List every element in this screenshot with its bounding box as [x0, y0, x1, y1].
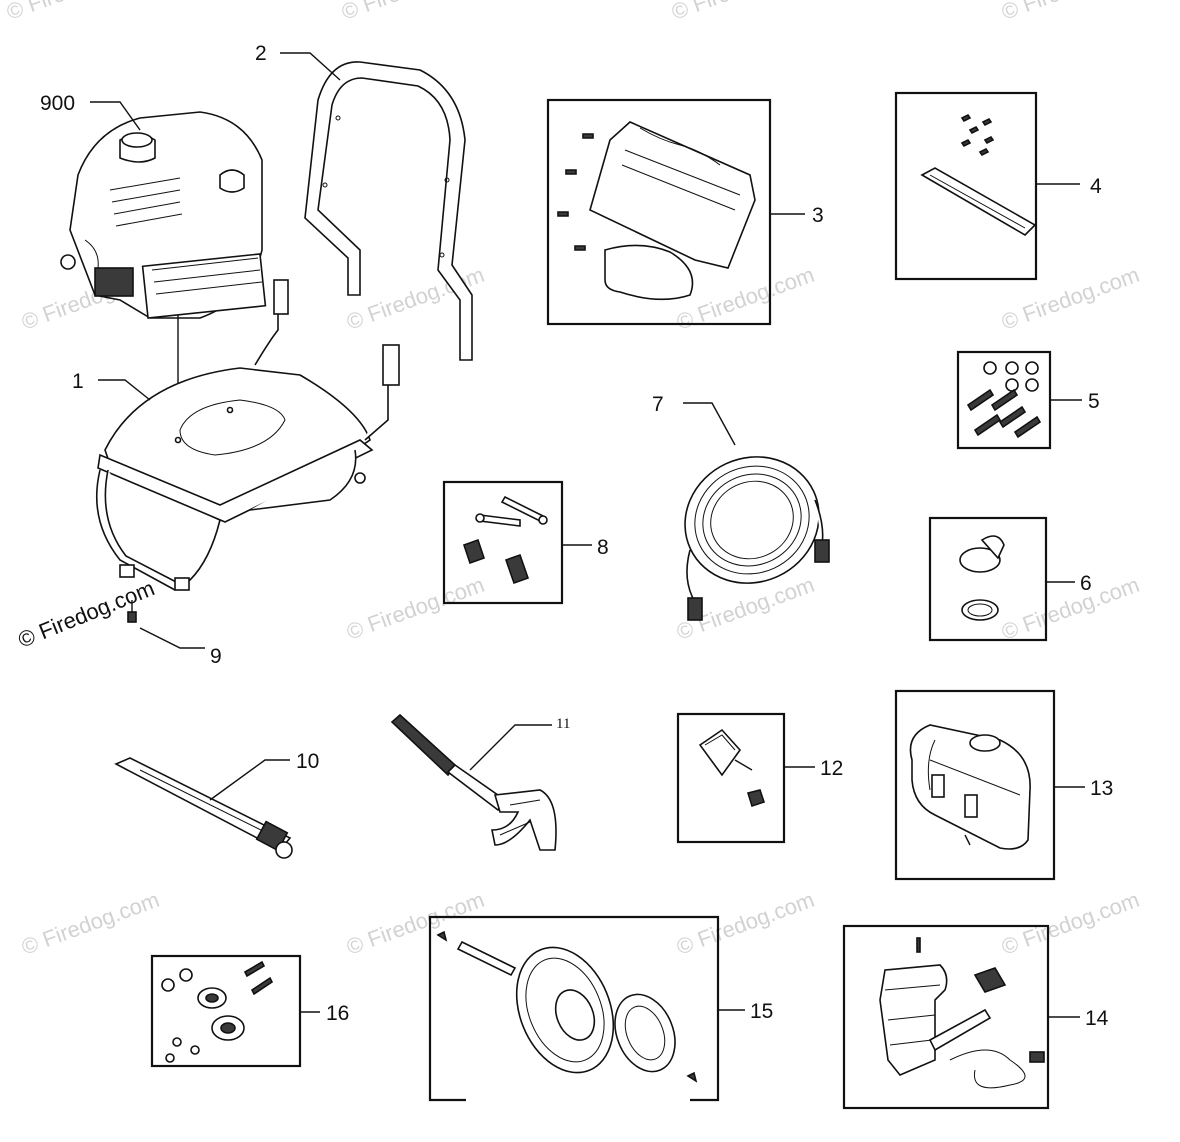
- callout-4: 4: [1090, 175, 1102, 198]
- part-4-clip[interactable]: [920, 113, 1037, 237]
- part-3-bracket[interactable]: [557, 121, 756, 301]
- part-16-kit[interactable]: [161, 960, 274, 1063]
- part-6-box: [928, 516, 1048, 642]
- part-11-gun[interactable]: [390, 713, 557, 851]
- watermark: © Firedog.com: [998, 262, 1142, 335]
- callout-1: 1: [72, 370, 84, 393]
- watermark: © Firedog.com: [668, 0, 812, 25]
- part-13-box: [894, 689, 1056, 881]
- part-3-box: [546, 98, 772, 326]
- part-2-handle[interactable]: [304, 61, 473, 361]
- part-14-pump[interactable]: [879, 937, 1045, 1089]
- part-12-box: [676, 712, 786, 844]
- watermark: © Firedog.com: [673, 887, 817, 960]
- part-5-hardware[interactable]: [966, 361, 1042, 439]
- part-1-frame[interactable]: [95, 279, 400, 591]
- part-7-hose[interactable]: [664, 435, 840, 621]
- callout-900: 900: [40, 92, 75, 115]
- part-9-bolt[interactable]: [127, 600, 137, 623]
- part-15-box: [428, 915, 720, 1102]
- callout-5: 5: [1088, 390, 1100, 413]
- part-900-engine[interactable]: [60, 111, 267, 319]
- part-6-cap[interactable]: [959, 535, 1005, 621]
- callout-2: 2: [255, 42, 267, 65]
- callout-11: 11: [556, 716, 570, 732]
- part-16-box: [150, 954, 302, 1068]
- callout-9: 9: [210, 645, 222, 668]
- part-15-wheel[interactable]: [436, 930, 698, 1087]
- callout-14: 14: [1085, 1007, 1109, 1030]
- part-4-box: [894, 91, 1038, 281]
- callout-7: 7: [652, 393, 664, 416]
- part-8-pins[interactable]: [462, 495, 548, 585]
- part-12-holder[interactable]: [698, 728, 766, 808]
- watermark: © Firedog.com: [3, 0, 147, 25]
- watermark: © Firedog.com: [343, 572, 487, 645]
- callout-13: 13: [1090, 777, 1113, 800]
- callout-8: 8: [597, 536, 609, 559]
- watermark: © Firedog.com: [338, 0, 482, 25]
- part-10-lance[interactable]: [114, 757, 293, 859]
- watermark: © Firedog.com: [998, 887, 1142, 960]
- watermark: © Firedog.com: [998, 0, 1142, 25]
- callout-3: 3: [812, 204, 824, 227]
- callout-12: 12: [820, 757, 843, 780]
- part-8-box: [442, 480, 564, 605]
- watermark: © Firedog.com: [18, 887, 162, 960]
- callout-10: 10: [296, 750, 319, 773]
- part-13-tank[interactable]: [909, 724, 1031, 850]
- callout-6: 6: [1080, 572, 1092, 595]
- callout-16: 16: [326, 1002, 349, 1025]
- callout-15: 15: [750, 1000, 773, 1023]
